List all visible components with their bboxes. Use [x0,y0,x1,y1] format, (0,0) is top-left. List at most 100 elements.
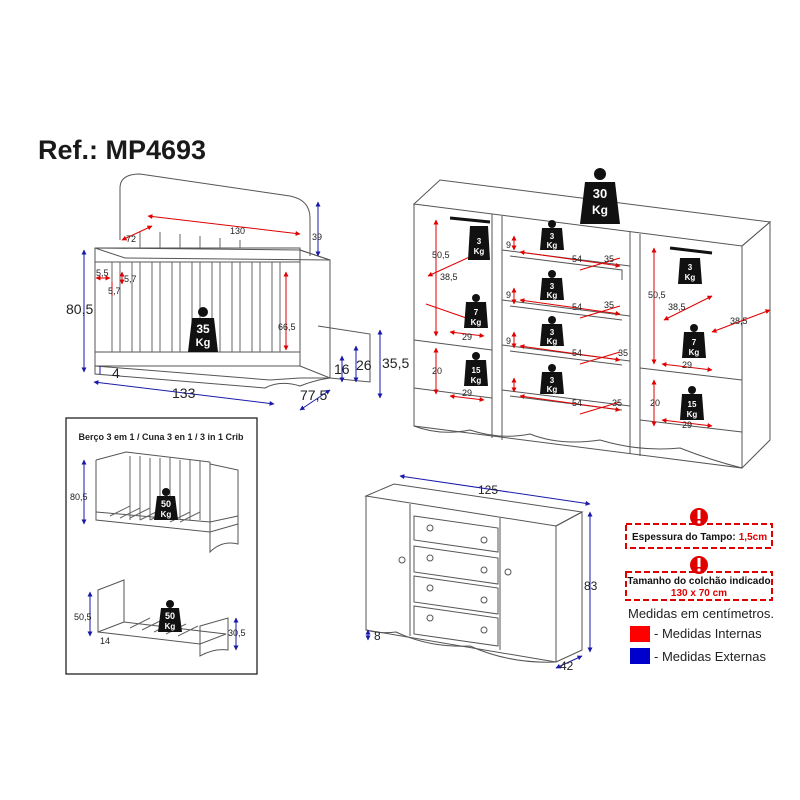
crib-height: 80,5 [66,301,93,317]
bed-weight-value: 50 [165,611,175,621]
shelf-left-weight-icon [464,294,488,328]
crib-gap-c: 5,7 [108,286,121,296]
dresser-top-weight-value: 30 [593,186,607,201]
dresser-left-lower: 20 [432,366,442,376]
shelf-left-weight-value: 7 [474,308,479,317]
bottom-right-weight-unit: Kg [687,410,698,419]
crib-h16: 16 [334,361,350,377]
bed-weight-icon [158,600,182,632]
dresser-right-width-2: 29 [682,420,692,430]
hanger-left-weight-unit: Kg [474,247,485,256]
drawer-inner-3: 35 [618,348,628,358]
dresser-front-drawing [364,483,584,663]
crib-gap-a: 5,5 [96,268,109,278]
dresser-right-height: 50,5 [648,290,666,300]
crib-external-dims [81,201,383,411]
drawer-width-3: 54 [572,348,582,358]
bed-base: 14 [100,636,110,646]
bottom-right-weight-value: 15 [688,400,697,409]
dresser-left-height: 50,5 [432,250,450,260]
daybed-weight-unit: Kg [161,510,172,519]
daybed-drawing [95,451,239,554]
crib-weight-value: 35 [196,322,210,336]
drawer-weight-unit-4: Kg [547,385,558,394]
front-depth: 42 [560,659,574,673]
notice-mattress [625,556,773,601]
crib-inner-height: 66,5 [278,322,296,332]
crib-h26: 26 [356,357,372,373]
hanger-right-weight-unit: Kg [685,273,696,282]
front-height: 83 [584,579,598,593]
drawer-inner-2: 35 [604,300,614,310]
drawer-weight-value-4: 3 [550,376,555,385]
drawer-depth-3: 9 [506,336,511,346]
dresser-right-lower: 20 [650,398,660,408]
notice-mattress-value: 130 x 70 cm [671,588,727,599]
dresser-left-width: 29 [462,332,472,342]
crib-weight-unit: Kg [196,337,211,349]
bottom-left-weight-icon [464,352,488,386]
bed-foot-height: 30,5 [228,628,246,638]
dresser-side-depth: 38,5 [730,316,748,326]
drawer-weight-unit-3: Kg [547,337,558,346]
daybed-height: 80,5 [70,492,88,502]
notice-mattress-title: Tamanho do colchão indicado [627,576,770,587]
drawer-inner-1: 35 [604,254,614,264]
crib-depth: 77,5 [300,387,327,403]
shelf-right-weight-icon [682,324,706,358]
drawer-weight-value-1: 3 [550,232,555,241]
bottom-right-weight-icon [680,386,704,420]
reference-code: Ref.: MP4693 [38,135,207,165]
front-external-dims [365,474,593,669]
daybed-weight-icon [154,488,178,520]
dresser-right-depth: 38,5 [668,302,686,312]
crib-h35: 35,5 [382,355,409,371]
drawer-width-1: 54 [572,254,582,264]
crib-weight-icon [188,307,218,352]
notice-tabletop [625,508,773,549]
drawer-inner-4: 35 [612,398,622,408]
drawer-width-2: 54 [572,302,582,312]
legend-internal-label: - Medidas Internas [654,626,762,641]
drawer-depth-2: 9 [506,290,511,300]
front-base: 8 [374,629,381,643]
crib-gap-b: 5,7 [124,274,137,284]
crib-internal-dims [95,214,301,351]
dresser-left-depth: 38,5 [440,272,458,282]
drawer-weight-value-3: 3 [550,328,555,337]
legend-swatch-external [630,648,650,664]
drawer-weight-unit-1: Kg [547,241,558,250]
dresser-left-width-2: 29 [462,388,472,398]
drawer-depth-1: 9 [506,240,511,250]
crib-base: 4 [112,365,120,381]
bottom-left-weight-unit: Kg [471,376,482,385]
legend-swatch-internal [630,626,650,642]
shelf-right-weight-value: 7 [692,338,697,347]
drawer-weight-icon-2 [540,270,564,300]
shelf-right-weight-unit: Kg [689,348,700,357]
hanger-right-weight-icon [678,258,702,284]
drawer-width-4: 54 [572,398,582,408]
convertible-title: Berço 3 em 1 / Cuna 3 en 1 / 3 in 1 Crib [78,432,244,442]
dresser-top-weight-icon [580,168,620,224]
convertible-frame [65,417,258,675]
dresser-internal-dims [425,219,771,428]
crib-side: 72 [126,234,136,244]
daybed-weight-value: 50 [161,499,171,509]
crib-inner-length: 130 [230,226,245,236]
drawer-weight-value-2: 3 [550,282,555,291]
drawer-weight-icon-3 [540,316,564,346]
bottom-left-weight-value: 15 [472,366,481,375]
dresser-right-width: 29 [682,360,692,370]
notice-tabletop-label: Espessura do Tampo:1,5cm [632,532,767,543]
front-width: 125 [478,483,498,497]
bed-weight-unit: Kg [165,622,176,631]
dresser-top-weight-unit: Kg [592,203,608,217]
hanger-right-weight-value: 3 [688,263,693,272]
hanger-left-weight-icon [468,226,490,260]
bed-height: 50,5 [74,612,92,622]
drawer-weight-icon-4 [540,364,564,394]
notice-tabletop-title: Espessura do Tampo: [632,532,736,543]
